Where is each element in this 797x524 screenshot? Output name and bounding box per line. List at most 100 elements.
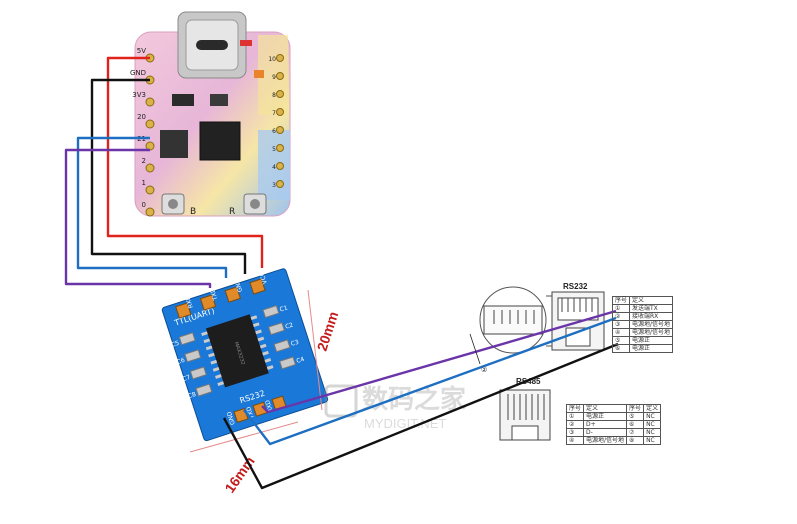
esp-left-pin	[145, 119, 155, 129]
module-bottom-pin	[252, 401, 268, 417]
module-capacitor	[178, 332, 196, 346]
table-cell: 电源地/信号地	[629, 320, 674, 329]
module-top-pin	[249, 278, 266, 295]
wire-5v-vcc	[106, 56, 264, 268]
table-cell: 发送端TX	[629, 304, 674, 313]
esp-right-pin	[276, 126, 284, 134]
module-capacitor-label: C1	[279, 304, 289, 313]
module-capacitor-label: C6	[176, 357, 186, 366]
watermark-cn: 数码之家	[362, 384, 466, 415]
esp-right-pin	[276, 144, 284, 152]
esp-right-pin-label: 3	[272, 182, 276, 189]
table-cell: ③	[565, 428, 585, 437]
module-capacitor	[184, 349, 202, 363]
esp-right-pin	[276, 54, 284, 62]
mcu-chip	[199, 121, 241, 161]
esp-left-pin-label: 5V	[137, 47, 146, 55]
table-cell: ①	[611, 304, 631, 313]
flash-chip	[160, 130, 188, 158]
esp-right-pin-label: 10	[268, 56, 276, 63]
dimension-height-label: 20mm	[314, 309, 342, 352]
watermark: 数码之家 MYDIGIT.NET	[324, 384, 466, 431]
table-cell: ②	[611, 312, 631, 321]
esp-left-pin	[145, 163, 155, 173]
module-bottom-pin-label: RXD	[264, 399, 275, 414]
table-header-row: 序号定义序号定义	[565, 404, 662, 413]
rs485-title: RS485	[516, 377, 541, 386]
reset-button-label: R	[229, 207, 235, 217]
watermark-en: MYDIGIT.NET	[364, 416, 446, 431]
table-cell: D+	[583, 420, 628, 429]
table-cell: ⑦	[626, 428, 645, 437]
module-top-pin	[224, 286, 241, 303]
esp-right-pin	[276, 72, 284, 80]
table-cell: ⑥	[626, 420, 645, 429]
module-top-pin	[199, 294, 217, 311]
module-capacitor-label: C8	[187, 391, 197, 400]
table-cell: 电源地/信号地	[629, 328, 674, 337]
wire-rs232-txd	[261, 309, 617, 414]
table-cell: ⑤	[611, 336, 631, 345]
table-cell: NC	[643, 412, 662, 421]
table-header-cell: 序号	[611, 296, 631, 305]
table-cell: 电源地/信号地	[583, 436, 628, 445]
table-cell: 电源正	[629, 336, 674, 345]
module-capacitor-label: C2	[284, 321, 294, 330]
esp-left-pin-label: 1	[142, 179, 146, 187]
table-cell: ⑤	[626, 412, 645, 421]
table-cell: ④	[565, 436, 585, 445]
table-cell: NC	[643, 420, 662, 429]
esp-right-pin-label: 6	[272, 128, 276, 135]
table-cell: NC	[643, 436, 662, 445]
module-top-pin-label: RXD	[184, 294, 195, 309]
table-cell: 接收端RX	[629, 312, 674, 321]
wire-rs232-gnd	[222, 342, 619, 490]
pointer-markers: ②	[469, 333, 487, 374]
table-header-cell: 定义	[629, 296, 674, 305]
module-capacitor	[189, 366, 207, 380]
module-top-pin-label: VCC	[258, 271, 269, 285]
esp-right-pin	[276, 90, 284, 98]
table-header-cell: 定义	[643, 404, 662, 413]
table-cell: ④	[611, 328, 631, 337]
module-top-pin-label: GND	[233, 277, 244, 293]
table-cell: ①	[565, 412, 585, 421]
esp-left-pin-label: 0	[142, 201, 146, 209]
esp-right-pin-label: 5	[272, 146, 276, 153]
table-cell: ⑧	[626, 436, 645, 445]
module-capacitor-label: C4	[296, 356, 306, 365]
wire-gnd-gnd	[90, 78, 247, 274]
svg-text:②: ②	[481, 366, 487, 374]
table-cell: NC	[643, 428, 662, 437]
wires	[64, 56, 619, 490]
boot-button-label: B	[190, 207, 196, 217]
esp-left-pin-label: 3V3	[132, 91, 146, 99]
table-cell: ③	[611, 320, 631, 329]
module-capacitor	[262, 304, 280, 319]
module-capacitor	[195, 383, 213, 397]
module-capacitor	[273, 339, 291, 353]
dimension-width-label: 16mm	[221, 453, 257, 495]
module-capacitor-label: C7	[182, 374, 192, 383]
esp-left-pin	[145, 185, 155, 195]
wire-rs232-rxd	[243, 316, 617, 446]
esp-right-pin-label: 7	[272, 110, 276, 117]
esp-right-pin-label: 8	[272, 92, 276, 99]
usb-c-connector	[177, 11, 247, 79]
table-cell: ⑥	[611, 344, 631, 353]
table-cell: 电源正	[583, 412, 628, 421]
